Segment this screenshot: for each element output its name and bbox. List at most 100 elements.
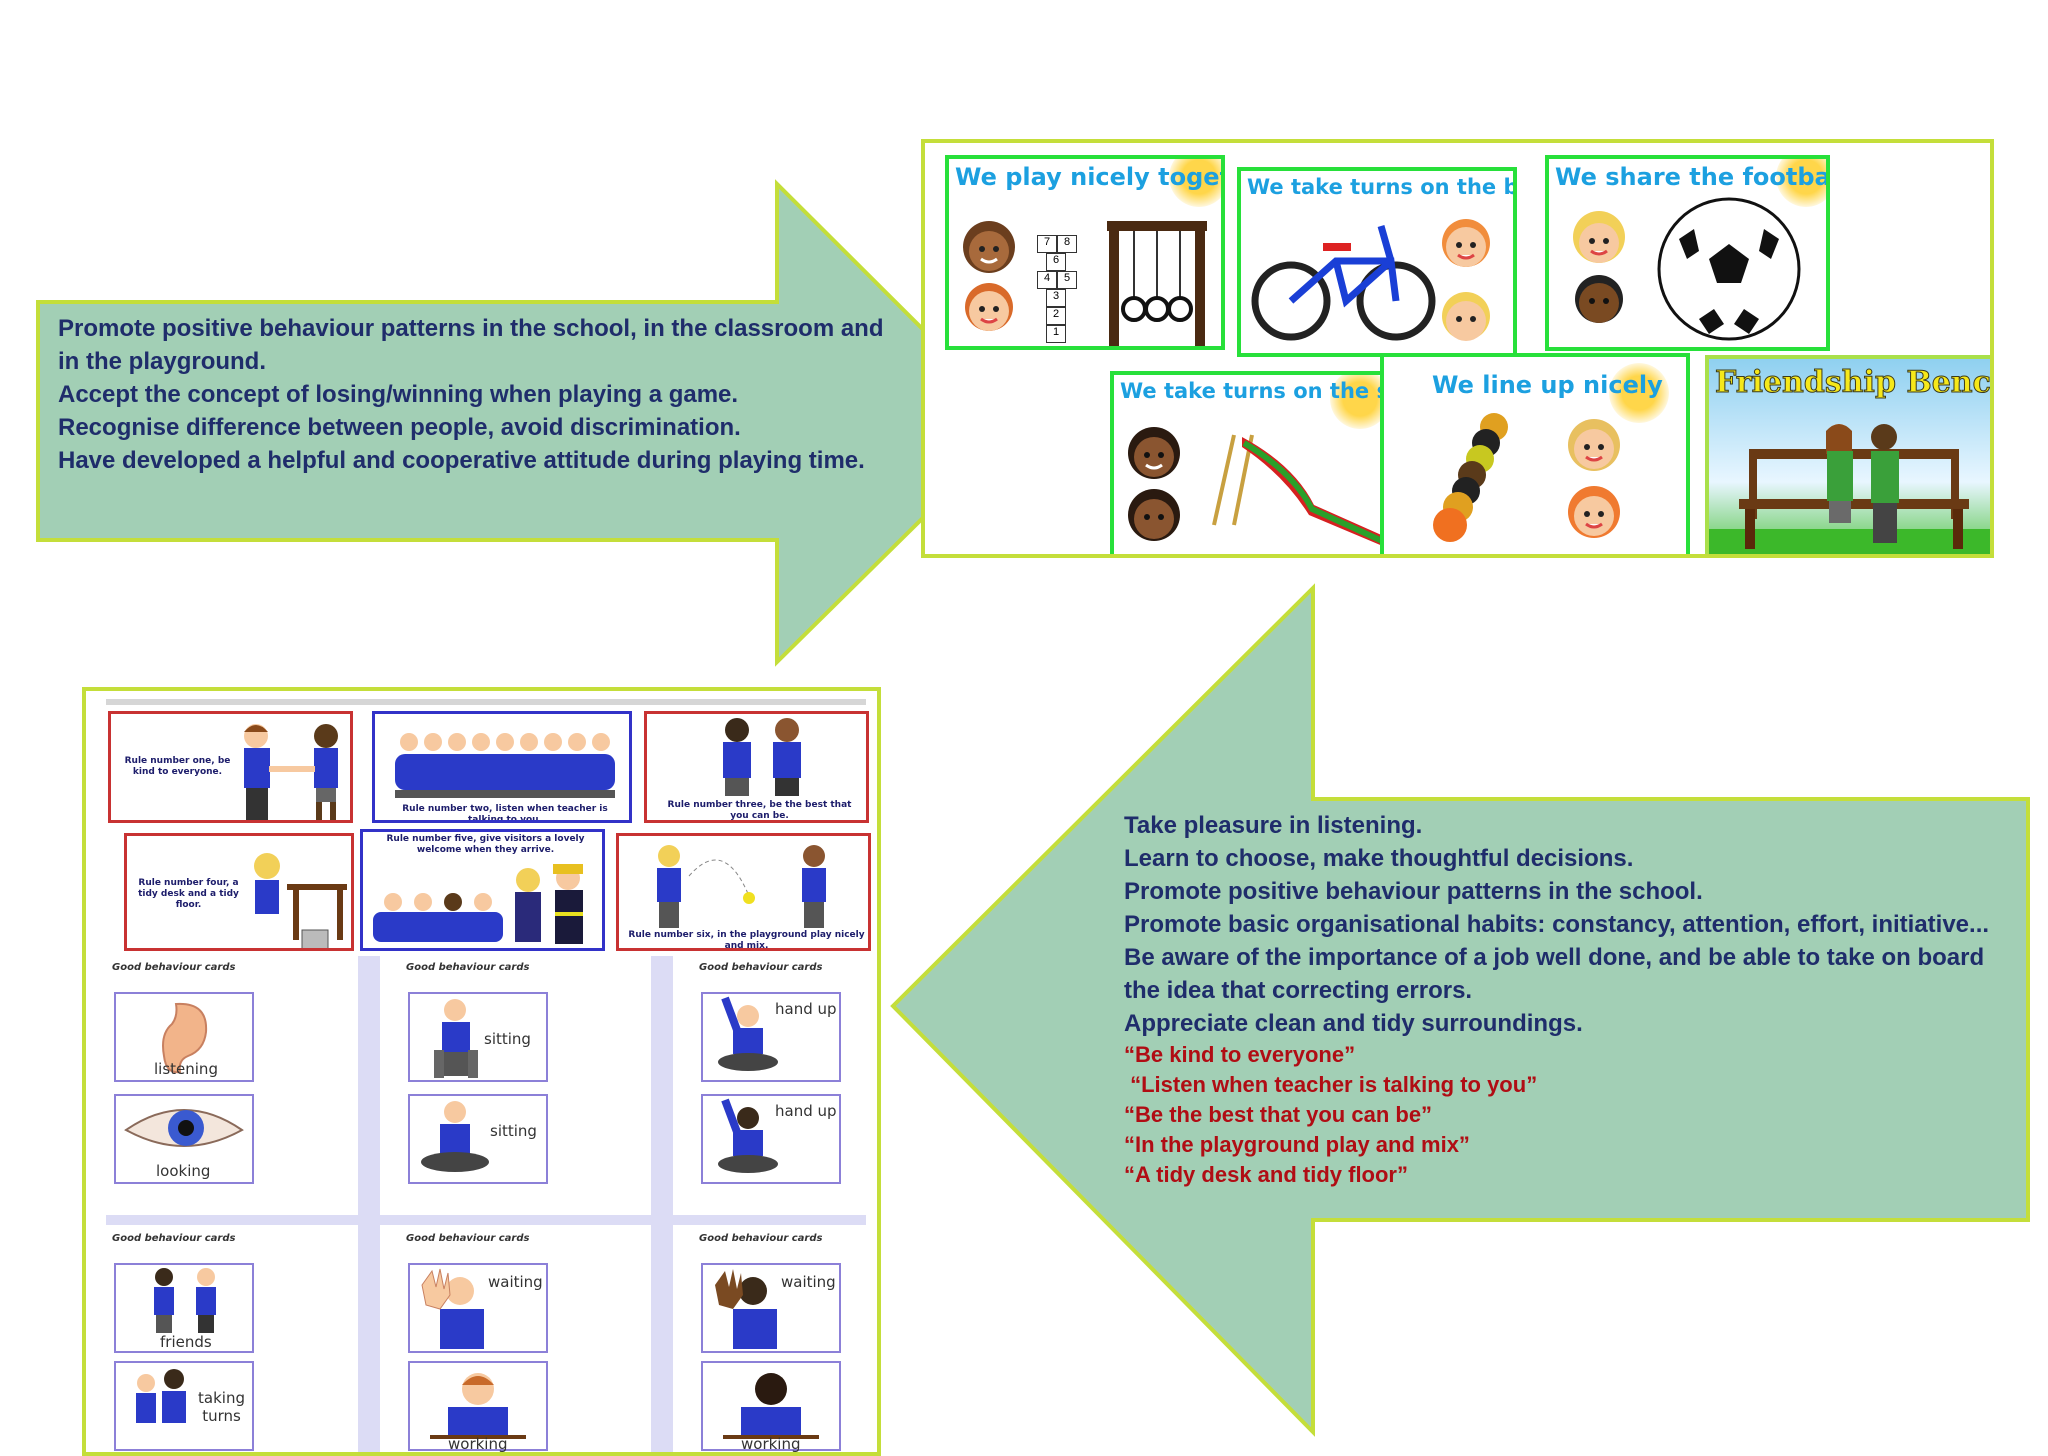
sheet-title: Good behaviour cards xyxy=(406,962,530,973)
card-label: hand up xyxy=(775,1000,837,1018)
rule-caption: Rule number two, listen when teacher is … xyxy=(402,804,608,823)
sheet-title: Good behaviour cards xyxy=(699,962,823,973)
rule-card-six: Rule number six, in the playground play … xyxy=(616,833,871,951)
rule-quote: “Listen when teacher is talking to you” xyxy=(1124,1072,1538,1097)
rule-quote: “Be kind to everyone” xyxy=(1124,1042,1356,1067)
card-label: friends xyxy=(160,1333,212,1351)
welcome-visitors-illustration xyxy=(373,864,583,944)
rule-caption: Rule number five, give visitors a lovely… xyxy=(386,834,585,855)
rule-caption: Rule number six, in the playground play … xyxy=(628,930,865,951)
card-sitting: sitting xyxy=(408,992,548,1082)
sheet-title: Good behaviour cards xyxy=(112,962,236,973)
rule-quote: “In the playground play and mix” xyxy=(1124,1132,1470,1157)
card-take-turns-bikes: We take turns on the bikes xyxy=(1237,167,1517,357)
divider xyxy=(106,1215,866,1225)
objective-line: Appreciate clean and tidy surroundings. xyxy=(1124,1010,1583,1037)
card-caption: We share the football xyxy=(1555,163,1830,191)
objective-line: Promote positive behaviour patterns in t… xyxy=(1124,878,1703,905)
handshake-illustration xyxy=(244,724,338,820)
sheet-title: Good behaviour cards xyxy=(699,1233,823,1244)
divider xyxy=(358,956,380,1452)
card-caption: We play nicely together xyxy=(955,163,1221,191)
bike-illustration xyxy=(1251,219,1490,341)
sheet-title: Good behaviour cards xyxy=(112,1233,236,1244)
objective-line: Recognise difference between people, avo… xyxy=(58,414,741,441)
rule-card-two: Rule number two, listen when teacher is … xyxy=(372,711,632,823)
rule-caption: Rule number one, be kind to everyone. xyxy=(124,756,231,777)
hopscotch-square: 1 xyxy=(1046,325,1066,343)
card-taking-turns: taking turns xyxy=(114,1361,254,1451)
card-label: working xyxy=(448,1435,508,1453)
card-looking: looking xyxy=(114,1094,254,1184)
hand-up-icon xyxy=(718,996,778,1071)
bottom-arrow-text: Take pleasure in listening. Learn to cho… xyxy=(1124,809,2024,1190)
rule-card-three: Rule number three, be the best that you … xyxy=(644,711,869,823)
rule-caption: Rule number three, be the best that you … xyxy=(667,800,852,821)
rule-card-one: Rule number one, be kind to everyone. xyxy=(108,711,353,823)
divider xyxy=(651,956,673,1452)
objective-line: Have developed a helpful and cooperative… xyxy=(58,447,865,474)
football-illustration xyxy=(1573,197,1801,341)
classroom-rules-collage: Rule number one, be kind to everyone. Ru… xyxy=(82,687,881,1456)
hopscotch-square: 5 xyxy=(1057,271,1077,289)
card-label: hand up xyxy=(775,1102,837,1120)
objective-line: in the playground. xyxy=(58,348,266,375)
thumbs-up-illustration xyxy=(723,718,801,796)
waiting-child-icon xyxy=(421,1268,484,1349)
rule-quote: “A tidy desk and tidy floor” xyxy=(1124,1162,1408,1187)
objective-line: Be aware of the importance of a job well… xyxy=(1124,944,1985,971)
card-waiting-2: waiting xyxy=(701,1263,841,1353)
card-listening: listening xyxy=(114,992,254,1082)
working-child-icon xyxy=(723,1373,819,1439)
card-label: waiting xyxy=(781,1273,836,1291)
waiting-child-icon xyxy=(715,1269,777,1349)
card-hand-up-2: hand up xyxy=(701,1094,841,1184)
card-take-turns-slide: We take turns on the slide xyxy=(1110,371,1400,554)
rule-quote: “Be the best that you can be” xyxy=(1124,1102,1433,1127)
hopscotch-square: 7 xyxy=(1037,235,1057,253)
hopscotch-icon: 7 8 6 4 5 3 2 1 xyxy=(1037,235,1077,343)
card-caption: We line up nicely xyxy=(1432,371,1663,399)
taking-turns-icon xyxy=(136,1369,186,1423)
objective-line: Learn to choose, make thoughtful decisio… xyxy=(1124,845,1634,872)
friends-icon xyxy=(154,1268,216,1333)
hopscotch-square: 3 xyxy=(1046,289,1066,307)
right-arrow xyxy=(36,179,1021,667)
rule-card-four: Rule number four, a tidy desk and a tidy… xyxy=(124,833,354,951)
objective-line: Take pleasure in listening. xyxy=(1124,812,1423,839)
eye-icon xyxy=(124,1109,244,1147)
friendship-bench-illustration xyxy=(1709,359,1990,554)
sheet-title: Good behaviour cards xyxy=(406,1233,530,1244)
card-waiting: waiting xyxy=(408,1263,548,1353)
sun-icon xyxy=(1609,363,1669,423)
sun-icon xyxy=(1169,159,1221,207)
objective-line: Promote positive behaviour patterns in t… xyxy=(58,315,884,342)
objective-line: Accept the concept of losing/winning whe… xyxy=(58,381,739,408)
line-up-illustration xyxy=(1433,413,1620,542)
hopscotch-square: 8 xyxy=(1057,235,1077,253)
hopscotch-square: 2 xyxy=(1046,307,1066,325)
card-label: working xyxy=(741,1435,801,1453)
card-play-nicely: We play nicely together 7 8 6 4 5 3 2 1 xyxy=(945,155,1225,350)
playground-rules-collage: We play nicely together 7 8 6 4 5 3 2 1 xyxy=(921,139,1994,558)
sitting-floor-icon xyxy=(421,1101,489,1172)
card-label: listening xyxy=(154,1060,218,1078)
slide-illustration xyxy=(1128,427,1396,552)
objective-line: Promote basic organisational habits: con… xyxy=(1124,911,1990,938)
card-friendship-bench: Friendship Bench xyxy=(1705,355,1994,554)
card-share-football: We share the football xyxy=(1545,155,1830,351)
card-caption: We take turns on the bikes xyxy=(1247,175,1513,199)
card-working: working xyxy=(408,1361,548,1453)
card-working-2: working xyxy=(701,1361,841,1453)
card-caption: Friendship Bench xyxy=(1715,365,1994,401)
hopscotch-square: 4 xyxy=(1037,271,1057,289)
tidy-desk-illustration xyxy=(254,853,347,948)
card-label: taking turns xyxy=(198,1389,245,1425)
objective-line: the idea that correcting errors. xyxy=(1124,977,1473,1004)
ball-game-illustration xyxy=(657,845,826,928)
left-arrow xyxy=(890,583,2030,1437)
card-hand-up: hand up xyxy=(701,992,841,1082)
play-illustration xyxy=(963,221,1015,331)
top-bar xyxy=(106,699,866,705)
